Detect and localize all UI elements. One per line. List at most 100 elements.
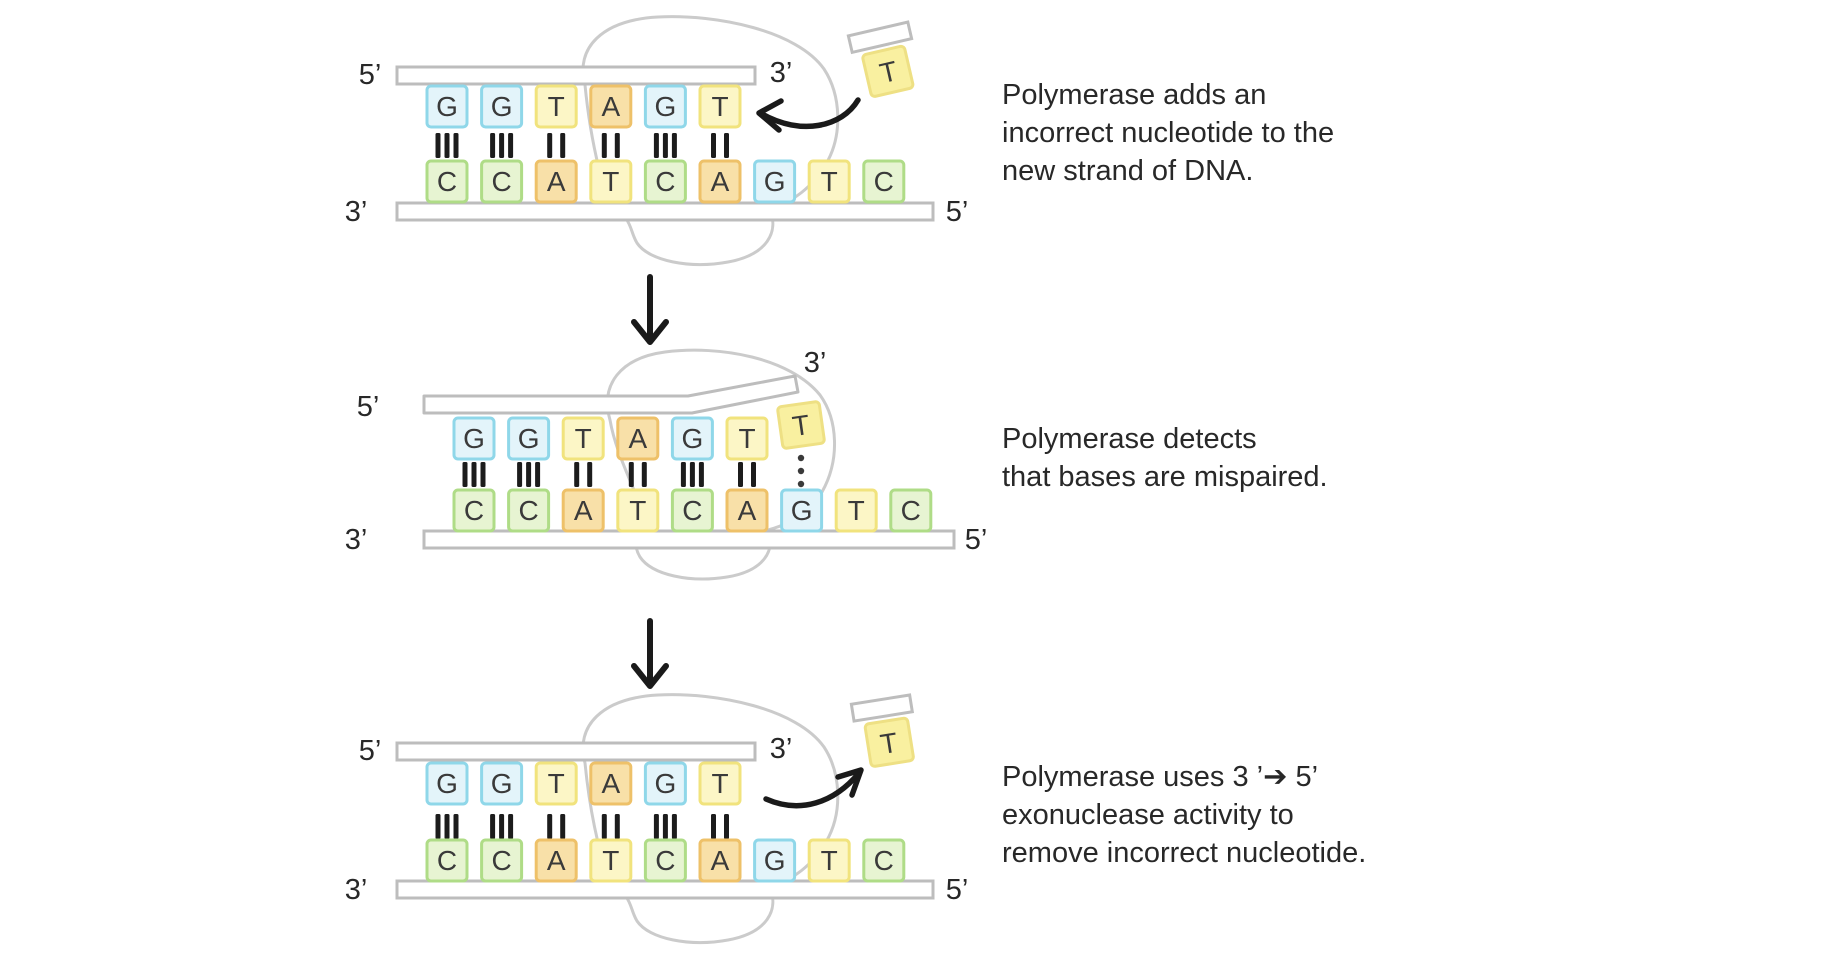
new-strand-base-box	[698, 84, 742, 129]
triple-bond-mark	[671, 133, 677, 158]
triple-bond-mark	[499, 133, 505, 158]
caption-line: exonuclease activity to	[1002, 799, 1294, 831]
template-strand-base-box	[889, 488, 933, 533]
template-strand-base-box	[425, 159, 469, 204]
nucleotide-backbone-chip	[846, 20, 914, 55]
template-strand-base-box	[534, 159, 578, 204]
template-strand-base-letter: C	[491, 166, 511, 197]
caption-line: Polymerase uses 3 ’➔ 5’	[1002, 761, 1319, 793]
double-bond-mark	[547, 814, 553, 839]
caption-line: new strand of DNA.	[1002, 155, 1254, 187]
three-prime-label: 3’	[770, 57, 793, 89]
five-prime-label: 5’	[965, 524, 988, 556]
three-prime-label: 3’	[770, 733, 793, 765]
removed-nucleotide-letter: T	[878, 727, 900, 760]
five-prime-label: 5’	[359, 59, 382, 91]
template-strand-base-letter: C	[874, 845, 894, 876]
template-strand-base-box	[862, 159, 906, 204]
excision-arrow-head	[835, 767, 864, 798]
triple-bond-mark	[490, 133, 496, 158]
template-strand-base-box	[561, 488, 605, 533]
triple-bond-mark	[444, 814, 450, 839]
template-strand-base-box	[589, 838, 633, 883]
template-strand-base-box	[862, 838, 906, 883]
step-down-arrow-head	[631, 663, 669, 689]
new-strand-base-box	[616, 416, 660, 461]
template-strand-base-box	[698, 838, 742, 883]
caption-line: remove incorrect nucleotide.	[1002, 837, 1367, 869]
new-strand-base-box	[480, 761, 524, 806]
triple-bond-mark	[671, 814, 677, 839]
new-strand-base-letter: G	[436, 768, 458, 799]
triple-bond-mark	[490, 814, 496, 839]
template-strand-base-letter: C	[491, 845, 511, 876]
triple-bond-mark	[653, 814, 659, 839]
triple-bond-mark	[499, 814, 505, 839]
nucleotide-backbone-chip	[849, 693, 915, 723]
double-bond-mark	[560, 133, 566, 158]
double-bond-mark	[560, 814, 566, 839]
template-strand-base-box	[507, 488, 551, 533]
template-strand-base-box	[670, 488, 714, 533]
template-strand-base-letter: C	[901, 495, 921, 526]
five-prime-label: 5’	[946, 196, 969, 228]
triple-bond-mark	[535, 462, 541, 487]
new-strand-base-letter: A	[601, 768, 620, 799]
removed-nucleotide: T	[849, 693, 915, 768]
template-strand-base-box	[534, 838, 578, 883]
template-strand-base-letter: T	[821, 845, 838, 876]
double-bond-mark	[711, 133, 716, 158]
template-strand-base-box	[643, 838, 687, 883]
three-prime-label: 3’	[345, 196, 368, 228]
five-prime-label: 5’	[357, 391, 380, 423]
polymerase-outline	[581, 15, 840, 266]
new-strand-base-box	[643, 84, 687, 129]
new-strand-base-box	[725, 416, 769, 461]
double-bond-mark	[724, 814, 729, 839]
three-prime-label: 3’	[804, 347, 827, 379]
caption-line: Polymerase adds an	[1002, 79, 1267, 111]
new-strand-base-box	[589, 84, 633, 129]
new-strand-base-box	[534, 761, 578, 806]
triple-bond-mark	[653, 133, 659, 158]
double-bond-mark	[711, 814, 716, 839]
double-bond-mark	[601, 814, 607, 839]
new-strand-base-letter: G	[655, 768, 677, 799]
new-strand-backbone	[422, 374, 800, 415]
new-strand-base-letter: G	[655, 91, 677, 122]
new-strand-base-letter: G	[518, 423, 540, 454]
double-bond-mark	[751, 462, 756, 487]
triple-bond-mark	[689, 462, 695, 487]
insertion-arrow-head	[756, 98, 784, 133]
triple-bond-mark	[517, 462, 523, 487]
three-prime-label: 3’	[345, 874, 368, 906]
incoming-nucleotide-letter: T	[877, 55, 901, 89]
template-strand-base-box	[834, 488, 878, 533]
template-strand-base-letter: C	[518, 495, 538, 526]
template-strand-base-letter: C	[874, 166, 894, 197]
template-strand-base-letter: A	[738, 495, 757, 526]
triple-bond-mark	[462, 462, 468, 487]
new-strand-base-box	[698, 761, 742, 806]
template-strand-base-box	[698, 159, 742, 204]
removed-nucleotide-box	[863, 716, 915, 768]
double-bond-mark	[587, 462, 593, 487]
template-strand-base-box	[589, 159, 633, 204]
mismatch-dot	[797, 454, 805, 462]
incoming-nucleotide: T	[846, 20, 915, 98]
triple-bond-mark	[480, 462, 486, 487]
triple-bond-mark	[453, 814, 459, 839]
template-strand-base-letter: T	[602, 845, 619, 876]
caption-step-2: Polymerase detects that bases are mispai…	[1002, 420, 1328, 496]
mispaired-nucleotide: T	[776, 400, 826, 450]
mismatch-dot	[797, 467, 805, 475]
template-strand-base-letter: C	[682, 495, 702, 526]
template-strand-base-box	[807, 838, 851, 883]
caption-step-1: Polymerase adds an incorrect nucleotide …	[1002, 76, 1334, 190]
double-bond-mark	[601, 133, 607, 158]
template-strand-base-letter: A	[547, 166, 566, 197]
new-strand-base-letter: T	[711, 91, 728, 122]
